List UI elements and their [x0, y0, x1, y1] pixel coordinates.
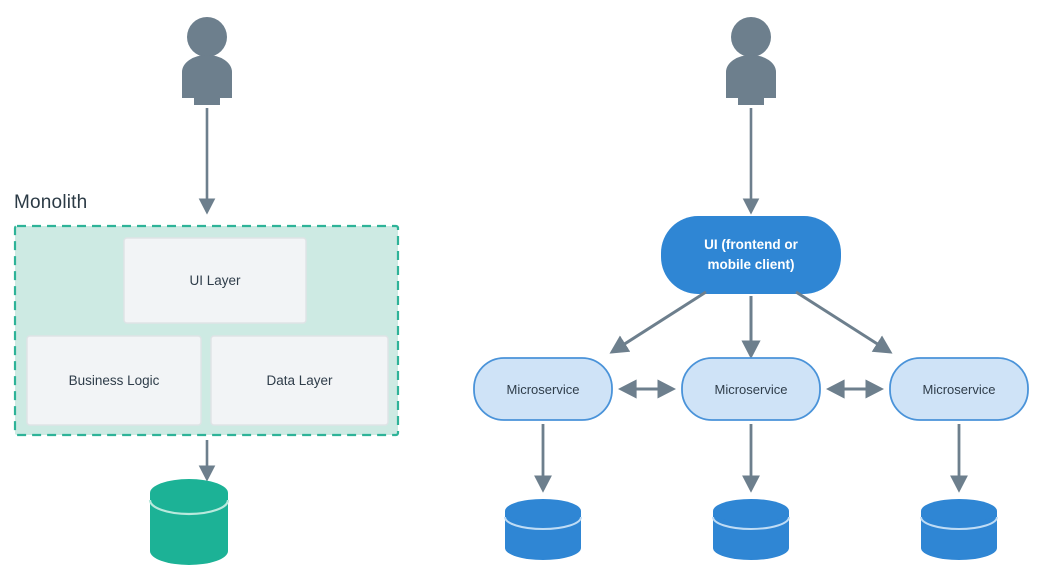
database-cylinder-icon-3: [920, 499, 998, 560]
arrow-ui-to-microservice-3: [795, 290, 893, 354]
person-icon-right: [726, 17, 776, 105]
database-cylinder-icon-1: [504, 499, 582, 560]
database-cylinder-icon-2: [712, 499, 790, 560]
data-layer-box[interactable]: [210, 335, 389, 426]
business-logic-box[interactable]: [26, 335, 202, 426]
microservice-1-node[interactable]: [473, 357, 613, 421]
arrow-ui-to-microservice-1: [609, 290, 707, 354]
ui-client-node[interactable]: [661, 216, 841, 294]
database-cylinder-icon-monolith: [148, 479, 230, 565]
microservice-3-node[interactable]: [889, 357, 1029, 421]
microservice-2-node[interactable]: [681, 357, 821, 421]
person-icon-left: [182, 17, 232, 105]
ui-layer-box[interactable]: [123, 237, 307, 324]
monolith-group-title: Monolith: [14, 192, 88, 213]
